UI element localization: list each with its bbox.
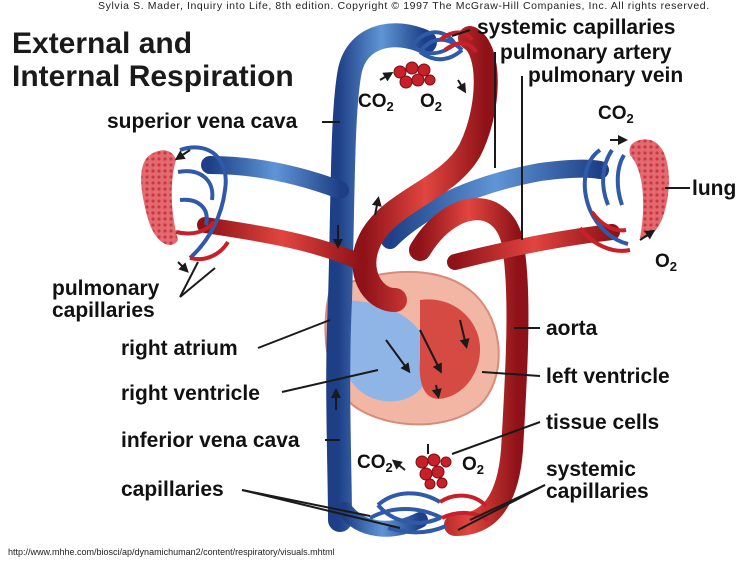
source-url: http://www.mhhe.com/biosci/ap/dynamichum… — [8, 547, 335, 557]
red-from-left-lung — [197, 217, 368, 270]
flow-arrows — [174, 71, 656, 471]
blue-to-right-lung — [381, 159, 609, 249]
label-right-atrium: right atrium — [121, 337, 238, 360]
gas-co2-bottom: CO2 — [357, 452, 393, 476]
left-lung — [141, 150, 178, 245]
red-top-arch — [352, 26, 498, 312]
label-superior-vena-cava: superior vena cava — [107, 110, 298, 133]
label-inferior-vena-cava: inferior vena cava — [121, 429, 300, 452]
left-heart-chamber — [419, 299, 481, 399]
label-right-ventricle: right ventricle — [121, 382, 260, 405]
label-systemic-capillaries-bottom-line-1: systemic — [546, 458, 636, 481]
leader-lines — [179, 29, 690, 531]
label-tissue-cells: tissue cells — [546, 411, 660, 434]
label-systemic-capillaries-top: systemic capillaries — [477, 16, 676, 39]
copyright-notice: Sylvia S. Mader, Inquiry into Life, 8th … — [98, 0, 710, 12]
title-line-2: Internal Respiration — [12, 60, 294, 93]
label-systemic-capillaries-bottom-line-2: capillaries — [546, 480, 649, 503]
label-aorta: aorta — [546, 317, 598, 340]
capillary-nets — [175, 30, 631, 535]
blue-to-left-lung — [201, 156, 349, 199]
gas-o2-right-lung: O2 — [655, 251, 678, 275]
diagram-title: External and Internal Respiration — [12, 27, 294, 93]
red-aorta-loop — [409, 198, 529, 536]
gas-co2-top: CO2 — [358, 91, 394, 115]
bottom-capillary-net — [369, 491, 447, 535]
right-lung — [629, 139, 669, 239]
oxygenated-vessels — [197, 26, 620, 536]
title-line-1: External and — [12, 27, 193, 60]
bottom-tissue-cells — [415, 453, 452, 490]
label-pulmonary-capillaries-line-2: capillaries — [52, 299, 155, 322]
gas-o2-top: O2 — [420, 91, 443, 115]
label-capillaries: capillaries — [121, 478, 224, 501]
left-lung-capillary-net — [177, 145, 228, 260]
right-lung-capillary-net — [582, 148, 629, 246]
label-pulmonary-capillaries: pulmonary capillaries — [52, 278, 159, 322]
top-tissue-cells — [393, 61, 436, 89]
label-pulmonary-vein: pulmonary vein — [528, 64, 684, 87]
label-pulmonary-artery: pulmonary artery — [500, 41, 672, 64]
label-left-ventricle: left ventricle — [546, 365, 670, 388]
label-pulmonary-capillaries-line-1: pulmonary — [52, 277, 160, 300]
right-heart-chamber — [337, 300, 431, 402]
label-systemic-capillaries-bottom: systemic capillaries — [546, 459, 649, 503]
gas-o2-bottom: O2 — [462, 454, 485, 478]
label-lung: lung — [692, 177, 737, 200]
gas-co2-right-lung: CO2 — [598, 103, 634, 127]
red-from-right-lung — [447, 224, 620, 270]
